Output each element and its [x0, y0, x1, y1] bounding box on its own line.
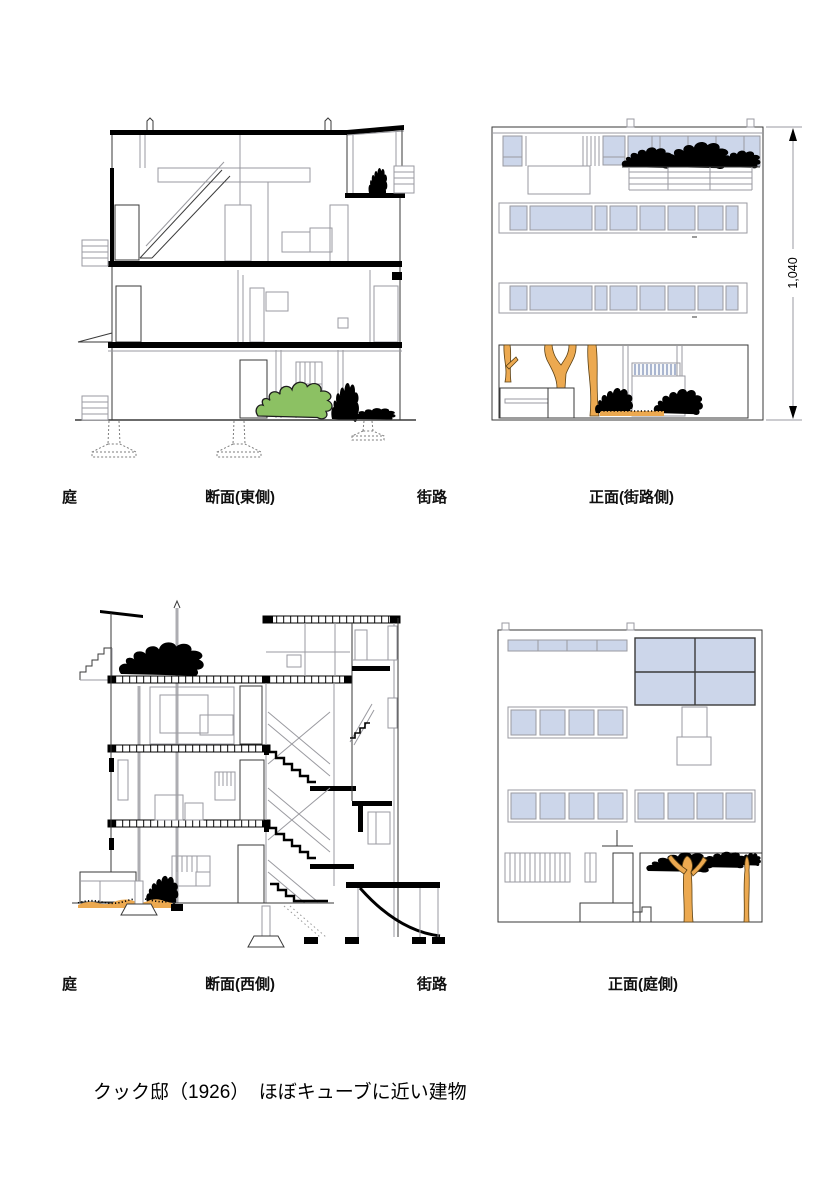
upper-stair — [139, 161, 311, 259]
garden-trees — [639, 851, 763, 923]
garden-ladder-icon — [81, 395, 109, 421]
slat-fence — [504, 852, 571, 883]
lower-window-band-left — [507, 789, 628, 823]
ground-and-footings — [72, 871, 334, 948]
ground-floor-interior — [171, 844, 265, 904]
ladder-icon — [393, 165, 415, 194]
label-garden-bottom: 庭 — [62, 976, 78, 993]
ribbon-window-band-2 — [498, 282, 748, 318]
studio-window-grid — [634, 637, 756, 706]
label-elevation-garden: 正面(庭側) — [608, 976, 678, 993]
tree-icon — [503, 344, 600, 417]
roof-garden-plant — [118, 642, 204, 677]
entrance-porch — [283, 882, 445, 944]
roof-stair-icon — [79, 647, 113, 681]
roof-garden-plants — [621, 141, 761, 170]
top-strip-windows — [507, 639, 628, 652]
garden-ground-zone — [504, 830, 763, 923]
label-section-west: 断面(西側) — [205, 976, 275, 993]
street-roof-slab — [262, 615, 401, 624]
pilotis-zone — [498, 344, 749, 419]
roof-slab — [110, 117, 405, 136]
switchback-stair — [264, 683, 356, 904]
elevation-street-drawing — [491, 118, 802, 421]
label-street-bottom: 街路 — [417, 976, 448, 993]
label-elevation-street: 正面(街路側) — [589, 489, 674, 506]
floor-slab — [108, 342, 402, 348]
garden-roof-wedge — [100, 610, 143, 618]
plant-icon — [368, 167, 388, 196]
foundation-footing — [91, 420, 385, 458]
setback-box — [527, 165, 591, 195]
stair-railing-slats — [631, 362, 681, 377]
floor-slab — [108, 261, 402, 267]
label-street-top: 街路 — [417, 489, 448, 506]
mid-window-band — [507, 706, 628, 739]
section-west-drawing — [72, 599, 445, 948]
louver-icon — [81, 239, 109, 267]
label-garden-top: 庭 — [62, 489, 78, 506]
label-section-east: 断面(東側) — [205, 489, 275, 506]
chimney-box — [676, 706, 712, 766]
roof-terrace-railing — [628, 167, 753, 191]
dimension-value: 1,040 — [784, 249, 802, 297]
lower-window-band-right — [634, 789, 756, 823]
figure-caption: クック邸（1926） ほぼキューブに近い建物 — [93, 1082, 467, 1103]
section-east-drawing — [75, 117, 416, 458]
elevation-garden-drawing — [497, 622, 763, 923]
roof-terrace-room — [345, 130, 415, 198]
plant-icon — [255, 381, 333, 420]
ribbon-window-band-1 — [498, 202, 748, 238]
bench-wall — [499, 387, 575, 419]
first-floor-interior — [117, 759, 265, 821]
street-tower — [266, 618, 399, 937]
